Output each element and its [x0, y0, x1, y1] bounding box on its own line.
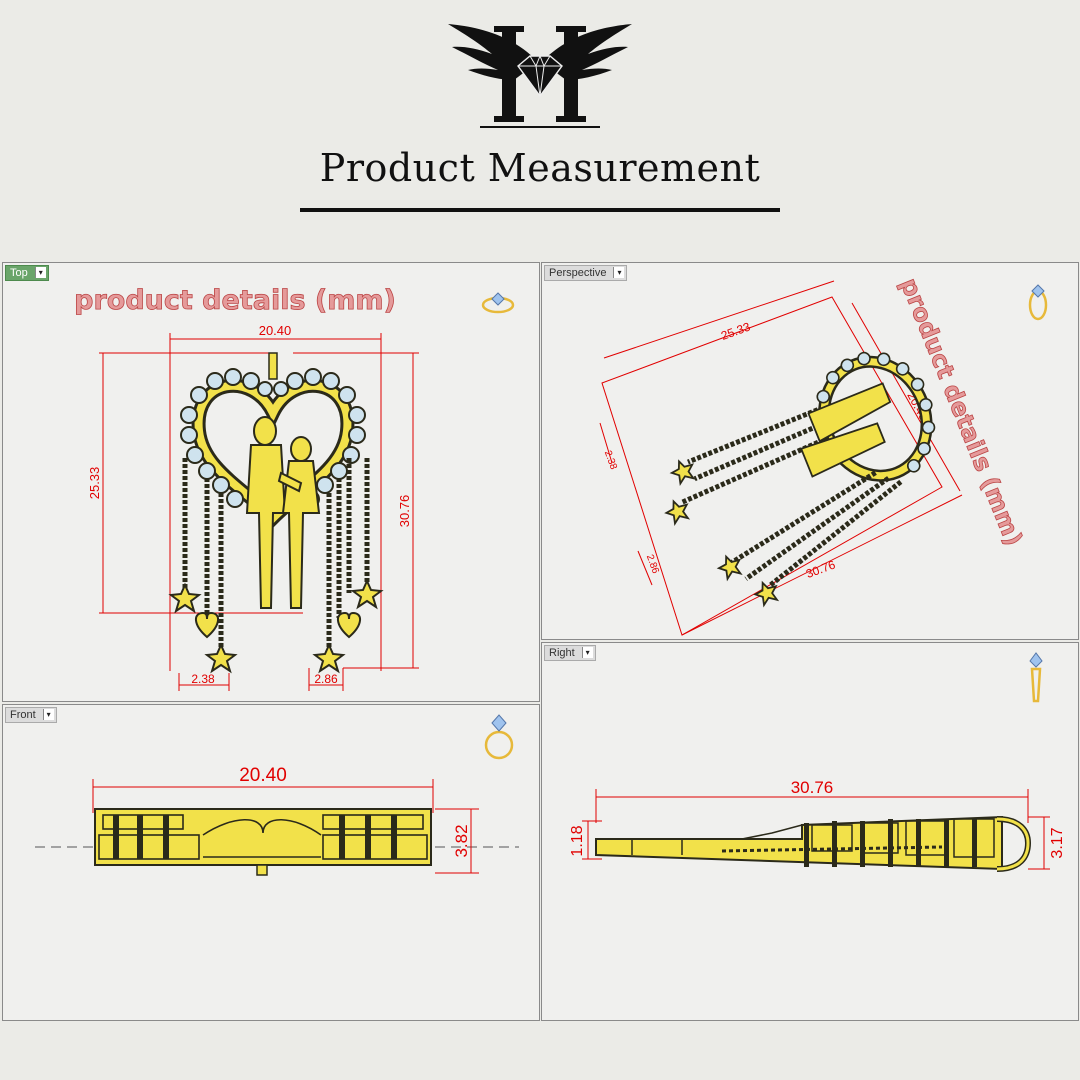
top-dim-total-height: 30.76 — [397, 495, 412, 528]
bail-shape — [268, 352, 278, 380]
perspective-view-drawing: 25.33 20.40 30.76 2.38 2.86 product deta… — [599, 274, 1028, 636]
front-pendant-profile — [94, 808, 432, 876]
tab-right-dropdown-icon[interactable]: ▾ — [581, 647, 593, 658]
viewport-top[interactable]: product details (mm) 20.40 25.33 30.76 2… — [2, 262, 540, 702]
top-product-details-label: product details (mm) — [74, 285, 396, 316]
right-dim-thickness-left: 1.18 — [569, 825, 586, 856]
viewport-perspective[interactable]: 25.33 20.40 30.76 2.38 2.86 product deta… — [541, 262, 1079, 640]
tab-front[interactable]: Front▾ — [5, 707, 57, 723]
right-view-drawing: 30.76 1.18 3.17 — [569, 778, 1066, 872]
top-dim-left-gap: 2.38 — [191, 672, 215, 686]
right-pendant-profile — [595, 815, 1032, 872]
couple-figures — [245, 416, 321, 609]
top-dim-width: 20.40 — [259, 323, 292, 338]
viewport-right[interactable]: 30.76 1.18 3.17 Right▾ — [541, 642, 1079, 1021]
charm-pendants — [168, 578, 384, 674]
hanging-chains — [182, 458, 370, 648]
tab-perspective[interactable]: Perspective▾ — [544, 265, 628, 281]
tab-top-dropdown-icon[interactable]: ▾ — [34, 267, 46, 278]
front-dim-thickness: 3.82 — [452, 824, 471, 857]
ring-orientation-gizmo-icon — [1028, 284, 1048, 321]
ring-orientation-gizmo-icon — [484, 714, 514, 760]
persp-dim-small-a: 2.38 — [602, 449, 619, 471]
perspective-pendant — [664, 351, 936, 608]
brand-logo — [448, 24, 632, 128]
ring-orientation-gizmo-icon — [481, 292, 515, 314]
top-dim-right-gap: 2.86 — [314, 672, 338, 686]
right-dim-length: 30.76 — [791, 778, 834, 797]
tab-right[interactable]: Right▾ — [544, 645, 596, 661]
front-dim-width: 20.40 — [239, 765, 287, 786]
page-title: Product Measurement — [319, 146, 761, 190]
tab-perspective-dropdown-icon[interactable]: ▾ — [613, 267, 625, 278]
persp-dim-total: 30.76 — [804, 557, 837, 581]
top-view-drawing: product details (mm) 20.40 25.33 30.76 2… — [74, 285, 419, 691]
heart-gemstones — [180, 368, 366, 508]
ring-orientation-gizmo-icon — [1029, 652, 1043, 703]
tab-top[interactable]: Top▾ — [5, 265, 49, 281]
right-dim-thickness-right: 3.17 — [1049, 827, 1066, 858]
top-dim-inner-height: 25.33 — [87, 467, 102, 500]
viewport-front[interactable]: 20.40 3.82 Front▾ — [2, 704, 540, 1021]
title-underline — [300, 208, 780, 212]
front-view-drawing: 20.40 3.82 — [35, 765, 519, 876]
persp-dim-length: 25.33 — [719, 319, 752, 343]
tab-front-dropdown-icon[interactable]: ▾ — [42, 709, 54, 720]
